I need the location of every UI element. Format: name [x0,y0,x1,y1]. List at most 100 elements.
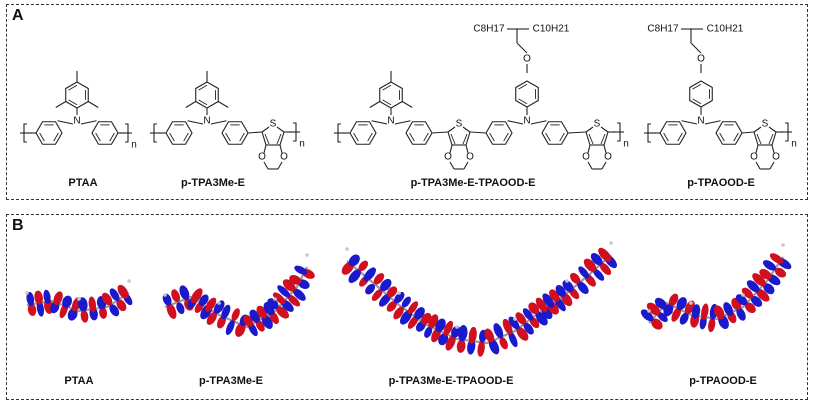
hydrogen-atom [741,293,745,297]
bond [80,120,97,125]
bond [449,161,455,170]
orbital-lobe [213,300,225,314]
orbital-lobe [577,281,589,295]
orbital-lobe [198,294,209,306]
orbital-lobe [109,288,120,302]
bond [603,144,607,154]
double-bond [692,98,702,105]
nitrogen-atom: N [203,116,210,127]
double-bond [423,132,429,142]
hydrogen-atom [273,297,277,301]
hydrogen-atom [127,279,131,283]
nitrogen-atom: N [697,116,704,127]
ring-outline [715,121,743,145]
mesityl-ring [195,81,219,109]
double-bond [53,132,59,142]
bond [247,131,263,134]
bond [771,144,775,154]
bond [431,131,449,134]
phenyl-right [221,121,249,145]
phenyl-right [541,121,569,145]
orbital-lobe [116,299,127,312]
bond [771,131,777,146]
bond [681,120,698,125]
orbital-lobe [499,337,508,350]
bond [516,42,528,54]
orbital-lobe [206,311,218,325]
orbital-lobe [109,304,120,317]
double-bond [756,133,762,145]
orbital-lobe [654,297,667,310]
orbital-lobe [179,285,190,301]
orbital-lobe [380,278,392,292]
orbital-lobe [598,247,612,262]
methyl-bond [401,101,413,108]
orbital-lobe [744,302,756,314]
double-bond [545,132,551,142]
orbital-lobe [468,326,477,344]
oxygen-atom: O [582,152,590,163]
double-bond [663,132,669,142]
double-bond [169,132,175,142]
ring-outline [91,121,119,145]
oxygen-atom: O [466,152,474,163]
hydrogen-atom [305,253,309,257]
orbital-lobe [394,292,405,304]
orbital-lobe [414,307,425,320]
double-bond [68,99,78,106]
double-bond [503,132,509,142]
ring-outline [689,80,713,108]
bond [465,144,469,154]
phenyl-left [485,121,513,145]
methyl-bond [217,101,229,108]
oxygen-atom: O [750,152,758,163]
orbital-lobe [691,304,701,319]
orbital-lobe [438,333,449,346]
molecule-skeleton [26,292,130,313]
orbital-lobe [663,303,674,317]
orbital-lobe [570,272,581,284]
polymer-bracket-left [644,123,656,143]
double-bond [692,83,702,90]
orbital-lobe [763,283,775,295]
orbital-lobe [443,320,454,336]
orbital-lobe [640,309,654,322]
orbital-lobe [235,322,246,337]
orbital-lobe [386,286,398,298]
orbital-lobe [679,312,689,325]
double-bond [95,132,101,142]
polymer-bracket-right: n [120,123,137,151]
polymer-bracket-right: n [288,122,305,150]
orbital-lobe [386,300,397,312]
orbital-lobe [363,267,376,282]
orbital-lobe [502,318,513,335]
orbital-lobe [53,291,63,306]
repeat-unit-n: n [623,139,629,150]
bond [753,131,759,146]
orbital-lobe [752,273,767,287]
bond [463,161,469,170]
double-bond [382,99,392,106]
bond [261,126,270,133]
phenyl-left [35,121,63,145]
orbital-lobe [736,307,746,321]
bond [447,126,456,133]
orbitals-drawing [25,241,792,357]
orbital-p-tpa3me-e [162,253,315,337]
orbital-lobe [358,260,369,272]
bond [276,126,285,133]
bond [753,126,762,133]
methyl-bond [369,101,381,108]
double-bond [409,132,415,142]
double-bond [518,98,528,105]
ring-outline [379,81,403,109]
double-bond [39,132,45,142]
orbital-lobe [88,296,97,313]
structure-label-p-tpaood-e: p-TPAOOD-E [687,177,755,189]
orbital-lobe [484,328,495,343]
bond [587,161,593,170]
